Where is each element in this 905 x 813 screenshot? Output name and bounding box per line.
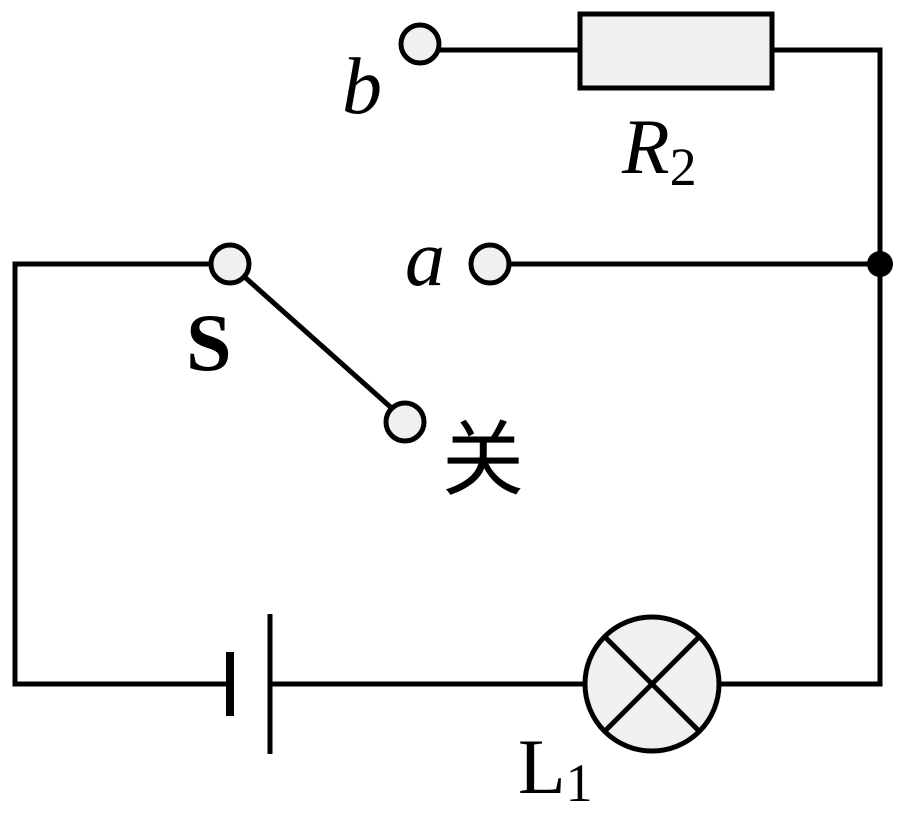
junction-dot	[867, 251, 893, 277]
terminal-a	[468, 242, 512, 286]
label-lamp: L1	[518, 723, 593, 813]
terminal-b	[398, 22, 442, 66]
lamp-l1	[582, 614, 722, 754]
lamp-cross-2	[603, 635, 701, 733]
label-lamp-sub: 1	[566, 753, 593, 813]
battery	[226, 614, 273, 754]
terminal-off	[383, 400, 427, 444]
switch-pivot-terminal	[208, 242, 252, 286]
wire-battery-left-rail	[12, 261, 233, 687]
wire-resistor-right-rail	[769, 47, 883, 687]
label-resistor-main: R	[621, 103, 670, 190]
label-switch: S	[186, 297, 232, 388]
resistor-r2	[577, 11, 775, 91]
label-terminal-a: a	[405, 215, 445, 303]
label-resistor-sub: 2	[670, 137, 697, 197]
label-terminal-b: b	[342, 43, 382, 131]
label-off-position: 关	[442, 413, 524, 508]
wires	[12, 47, 883, 687]
switch-blade	[227, 261, 408, 423]
label-resistor: R2	[621, 103, 697, 197]
label-lamp-main: L	[518, 723, 566, 810]
